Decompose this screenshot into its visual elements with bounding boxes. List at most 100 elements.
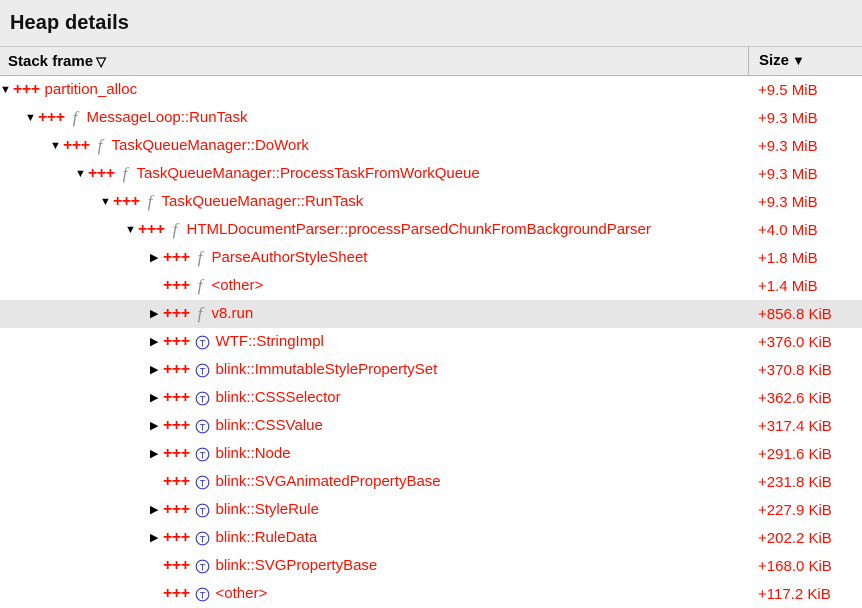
size-cell: +4.0 MiB [758,221,818,239]
tree-indent-spacer [0,118,25,119]
stack-frame-cell: +++f<other> [0,272,748,300]
stack-frame-label: blink::Node [215,445,291,462]
expander-expand-icon[interactable]: ▶ [150,448,159,460]
size-cell: +202.2 KiB [758,529,832,547]
tree-indent-spacer [0,202,100,203]
svg-text:T: T [199,478,205,489]
window-title-bar: Heap details [0,0,862,47]
size-cell: +9.3 MiB [758,137,818,155]
stack-frame-cell: +++T<other> [0,580,748,608]
expander-collapse-icon[interactable]: ▼ [50,140,61,152]
tree-indent-spacer [0,230,125,231]
expander-expand-icon[interactable]: ▶ [150,392,159,404]
stack-frame-label: HTMLDocumentParser::processParsedChunkFr… [186,221,651,238]
function-icon: f [122,164,128,183]
column-header-size[interactable]: Size▼ [748,46,862,76]
expander-collapse-icon[interactable]: ▼ [0,84,11,96]
delta-marker: +++ [163,389,190,406]
delta-marker: +++ [88,165,115,182]
tree-indent-spacer [0,538,150,539]
stack-frame-label: TaskQueueManager::DoWork [111,137,309,154]
column-header-stack-frame[interactable]: Stack frame▽ [0,53,748,70]
expander-expand-icon[interactable]: ▶ [150,308,159,320]
function-icon: f [172,220,178,239]
size-cell: +317.4 KiB [758,417,832,435]
stack-frame-label: WTF::StringImpl [215,333,324,350]
type-icon: T [195,335,210,350]
delta-marker: +++ [163,501,190,518]
expander-collapse-icon[interactable]: ▼ [100,196,111,208]
sort-descending-icon: ▼ [792,52,805,68]
stack-frame-label: TaskQueueManager::RunTask [161,193,364,210]
sort-ascending-icon: ▽ [96,53,107,69]
svg-text:T: T [199,394,205,405]
stack-frame-label: blink::RuleData [215,529,318,546]
expander-placeholder-icon [150,552,163,580]
expander-expand-icon[interactable]: ▶ [150,504,159,516]
tree-indent-spacer [0,146,50,147]
column-header-stack-frame-label: Stack frame [8,52,94,70]
delta-marker: +++ [163,585,190,602]
function-icon: f [197,304,203,323]
svg-text:T: T [199,422,205,433]
size-cell: +291.6 KiB [758,445,832,463]
function-icon: f [197,276,203,295]
expander-expand-icon[interactable]: ▶ [150,336,159,348]
expander-collapse-icon[interactable]: ▼ [25,112,36,124]
delta-marker: +++ [163,305,190,322]
svg-text:T: T [199,338,205,349]
table-row[interactable]: +++f<other>+1.4 MiB [0,272,862,300]
svg-text:T: T [199,366,205,377]
delta-marker: +++ [38,109,65,126]
expander-expand-icon[interactable]: ▶ [150,252,159,264]
stack-frame-label: blink::StyleRule [215,501,319,518]
size-cell: +9.3 MiB [758,109,818,127]
size-cell: +362.6 KiB [758,389,832,407]
expander-placeholder-icon [150,580,163,608]
tree-indent-spacer [0,342,150,343]
delta-marker: +++ [163,557,190,574]
table-row[interactable]: +++T<other>+117.2 KiB [0,580,862,608]
expander-expand-icon[interactable]: ▶ [150,420,159,432]
delta-marker: +++ [113,193,140,210]
table-row[interactable]: ▼+++partition_alloc +9.5 MiB [0,76,862,104]
svg-text:T: T [199,450,205,461]
size-cell: +9.5 MiB [758,81,818,99]
expander-expand-icon[interactable]: ▶ [150,532,159,544]
stack-frame-label: blink::SVGAnimatedPropertyBase [215,473,441,490]
delta-marker: +++ [163,529,190,546]
expander-collapse-icon[interactable]: ▼ [75,168,86,180]
type-icon: T [195,391,210,406]
size-cell: +370.8 KiB [758,361,832,379]
delta-marker: +++ [63,137,90,154]
delta-marker: +++ [163,361,190,378]
delta-marker: +++ [13,81,40,98]
size-cell: +9.3 MiB [758,165,818,183]
type-icon: T [195,363,210,378]
stack-frame-label: <other> [215,585,268,602]
expander-expand-icon[interactable]: ▶ [150,364,159,376]
expander-collapse-icon[interactable]: ▼ [125,224,136,236]
stack-frame-cell: ▼+++partition_alloc [0,76,748,104]
